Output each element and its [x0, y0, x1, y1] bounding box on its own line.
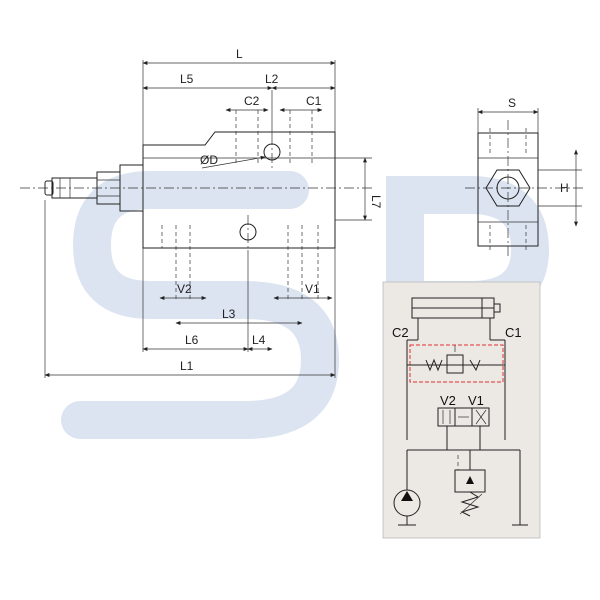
end-view-hex-nut [485, 169, 531, 207]
label-L7: L7 [369, 195, 383, 209]
label-L2: L2 [265, 72, 279, 86]
label-S: S [508, 96, 516, 110]
label-L1: L1 [180, 359, 194, 373]
label-L3: L3 [222, 307, 236, 321]
label-OD: ØD [200, 153, 218, 167]
hydraulic-schematic: C2 C1 V2 V1 [382, 281, 541, 539]
label-C2: C2 [244, 94, 260, 108]
od-leader [201, 155, 266, 169]
side-view: L L5 L2 C2 C1 ØD L7 V2 V1 L3 L6 L4 L1 [20, 47, 383, 378]
watermark-letter-s [61, 171, 340, 439]
schem-label-C2: C2 [392, 325, 409, 340]
schem-label-V1: V1 [468, 393, 484, 408]
end-view: S H [465, 96, 585, 258]
directional-valve [437, 407, 490, 427]
label-L6: L6 [185, 333, 199, 347]
label-L: L [236, 47, 243, 61]
relief-valve-box [409, 344, 504, 383]
label-H: H [560, 181, 569, 195]
label-V1: V1 [305, 282, 320, 296]
label-C1: C1 [306, 94, 322, 108]
schem-label-C1: C1 [505, 325, 522, 340]
label-L5: L5 [180, 72, 194, 86]
label-V2: V2 [177, 282, 192, 296]
schem-label-V2: V2 [440, 393, 456, 408]
label-L4: L4 [252, 333, 266, 347]
